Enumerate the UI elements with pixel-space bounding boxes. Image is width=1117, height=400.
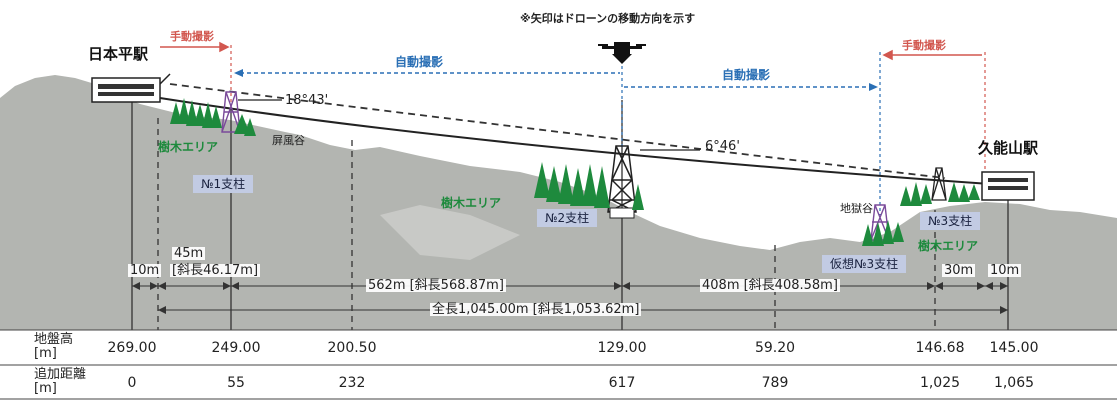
dimension-total: 全長1,045.00m [斜長1,053.62m] bbox=[430, 302, 642, 317]
data-table-lines bbox=[0, 329, 1117, 400]
dimension-562m: 562m [斜長568.87m] bbox=[366, 278, 506, 293]
elevation-value-2: 249.00 bbox=[211, 340, 261, 356]
left-station-label: 日本平駅 bbox=[88, 45, 149, 63]
angle-label-2: 6°46' bbox=[705, 139, 740, 154]
manual-shooting-label-left: 手動撮影 bbox=[170, 30, 214, 43]
distance-value-3: 232 bbox=[338, 375, 366, 391]
dimension-slant-46: [斜長46.17m] bbox=[170, 263, 261, 278]
distance-value-7: 1,065 bbox=[993, 375, 1035, 391]
auto-shooting-label-right: 自動撮影 bbox=[722, 68, 771, 82]
distance-value-5: 789 bbox=[761, 375, 789, 391]
pillar-2-tower bbox=[607, 145, 637, 213]
dimension-408m: 408m [斜長408.58m] bbox=[700, 278, 840, 293]
manual-arrow-right bbox=[882, 49, 982, 61]
auto-arrowhead-left bbox=[234, 69, 243, 77]
tree-area-label-2: 樹木エリア bbox=[441, 196, 502, 210]
table-header-elevation: 地盤高 [m] bbox=[34, 332, 74, 361]
pillar-2-base bbox=[609, 207, 635, 219]
elevation-value-3: 200.50 bbox=[327, 340, 377, 356]
terrain-highlight bbox=[380, 205, 520, 260]
tree-group-3 bbox=[900, 182, 980, 206]
auto-shooting-label-left: 自動撮影 bbox=[395, 55, 444, 69]
dimension-30m: 30m bbox=[942, 263, 976, 278]
table-header-distance: 追加距離 [m] bbox=[34, 367, 87, 396]
right-station-building bbox=[981, 171, 1035, 201]
elevation-value-1: 269.00 bbox=[107, 340, 157, 356]
manual-shooting-label-right: 手動撮影 bbox=[902, 39, 946, 52]
distance-value-6: 1,025 bbox=[919, 375, 961, 391]
distance-value-1: 0 bbox=[127, 375, 137, 391]
distance-value-4: 617 bbox=[608, 375, 636, 391]
auto-arrowhead-right bbox=[869, 83, 878, 91]
cable-dashed bbox=[169, 83, 946, 179]
tree-group-4 bbox=[862, 220, 904, 246]
virtual-pillar-3-label: 仮想№3支柱 bbox=[822, 255, 907, 273]
tree-area-label-3: 樹木エリア bbox=[918, 239, 979, 253]
cable-solid bbox=[159, 97, 991, 185]
place-label-jigokudani: 地獄谷 bbox=[840, 202, 873, 215]
elevation-value-7: 145.00 bbox=[989, 340, 1039, 356]
pillar-2-label: №2支柱 bbox=[537, 209, 598, 227]
distance-value-2: 55 bbox=[227, 375, 245, 391]
pillar-1-label: №1支柱 bbox=[193, 175, 254, 193]
manual-arrow-left bbox=[160, 41, 230, 53]
elevation-value-4: 129.00 bbox=[597, 340, 647, 356]
angle-label-1: 18°43' bbox=[285, 93, 329, 108]
tree-group-2 bbox=[534, 162, 644, 210]
elevation-value-6: 146.68 bbox=[915, 340, 965, 356]
pillar-3-label: №3支柱 bbox=[920, 212, 981, 230]
drone-icon bbox=[598, 42, 646, 64]
left-station-building bbox=[91, 73, 171, 103]
dimension-10m-right: 10m bbox=[988, 263, 1022, 278]
drone-direction-note: ※矢印はドローンの移動方向を示す bbox=[520, 12, 696, 25]
dimension-arrowheads bbox=[132, 282, 1008, 314]
tree-group-1 bbox=[170, 98, 256, 136]
dimension-45m: 45m bbox=[172, 246, 206, 261]
pillar-3-tower bbox=[931, 167, 947, 201]
tree-area-label-1: 樹木エリア bbox=[158, 140, 219, 154]
elevation-value-5: 59.20 bbox=[754, 340, 796, 356]
right-station-label: 久能山駅 bbox=[978, 139, 1039, 157]
dimension-10m-left: 10m bbox=[128, 263, 162, 278]
place-label-byobudani: 屏風谷 bbox=[272, 134, 305, 147]
